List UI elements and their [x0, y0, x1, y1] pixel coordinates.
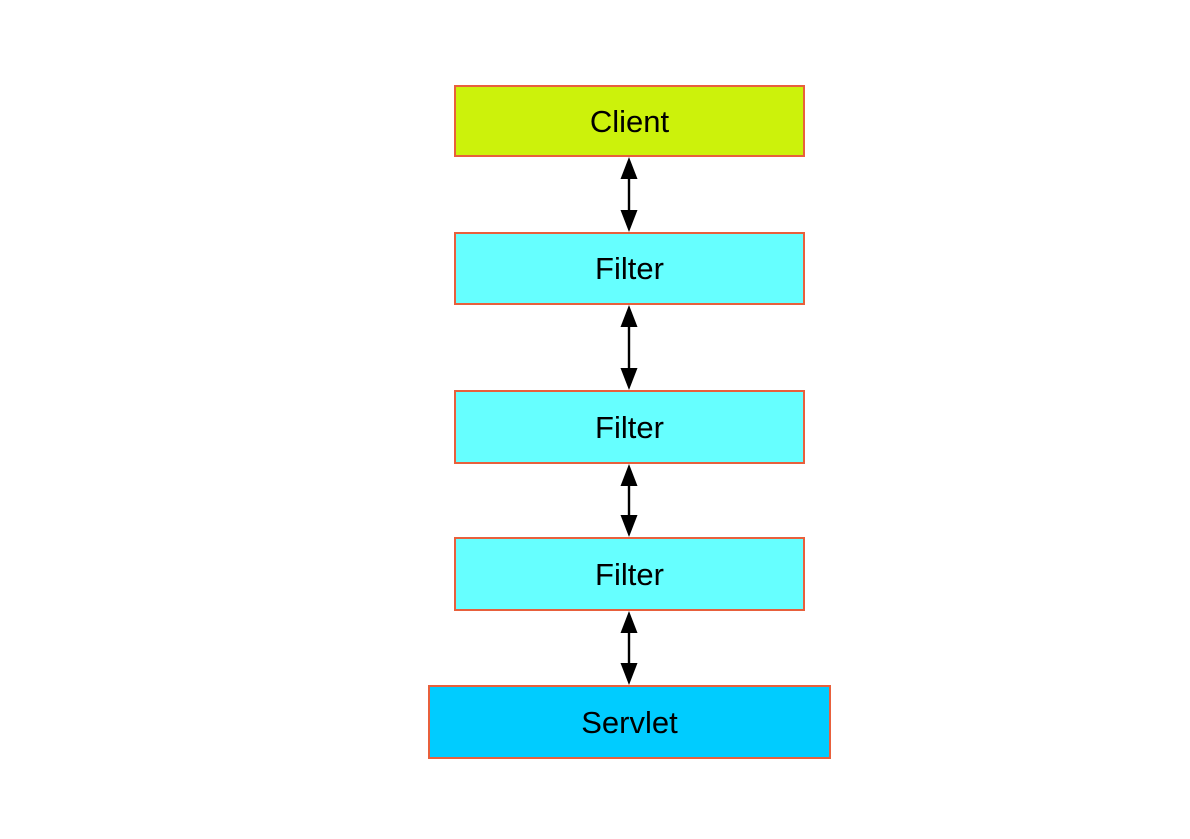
node-filter-1: Filter — [454, 232, 805, 305]
node-filter-2: Filter — [454, 390, 805, 464]
double-arrow-icon-filter3-servlet — [620, 611, 638, 685]
node-filter-3-label: Filter — [595, 556, 664, 592]
node-filter-1-label: Filter — [595, 251, 664, 286]
node-filter-2-label: Filter — [595, 409, 664, 445]
double-arrow-icon-client-filter1 — [620, 157, 638, 232]
node-servlet-label: Servlet — [581, 704, 678, 740]
double-arrow-icon-filter2-filter3 — [620, 464, 638, 537]
node-client-label: Client — [589, 103, 670, 139]
node-filter-3: Filter — [454, 537, 805, 611]
node-servlet: Servlet — [428, 685, 831, 759]
node-client: Client — [454, 85, 805, 157]
double-arrow-icon-filter1-filter2 — [620, 305, 638, 390]
